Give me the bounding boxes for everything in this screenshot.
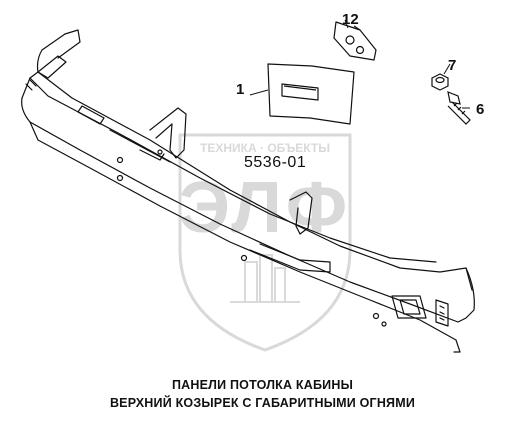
bolt-part-6 — [447, 91, 471, 125]
leader-lines — [249, 19, 470, 109]
watermark-arc-text: ТЕХНИКА · ОБЪЕКТЫ — [200, 141, 330, 155]
panel-part-1 — [267, 63, 355, 125]
callout-7: 7 — [448, 57, 456, 74]
callout-12: 12 — [342, 11, 359, 28]
caption-subtitle: ВЕРХНИЙ КОЗЫРЕК С ГАБАРИТНЫМИ ОГНЯМИ — [109, 396, 416, 410]
callout-6: 6 — [476, 101, 484, 118]
sun-visor-assembly — [21, 29, 475, 353]
bracket-part-12 — [333, 21, 377, 61]
callout-1: 1 — [236, 81, 244, 98]
watermark-building-icon — [230, 254, 300, 303]
watermark-shield — [178, 133, 352, 352]
nut-part-7 — [431, 73, 449, 91]
caption-title: ПАНЕЛИ ПОТОЛКА КАБИНЫ — [171, 378, 354, 392]
model-number-label: 5536-01 — [244, 154, 306, 171]
